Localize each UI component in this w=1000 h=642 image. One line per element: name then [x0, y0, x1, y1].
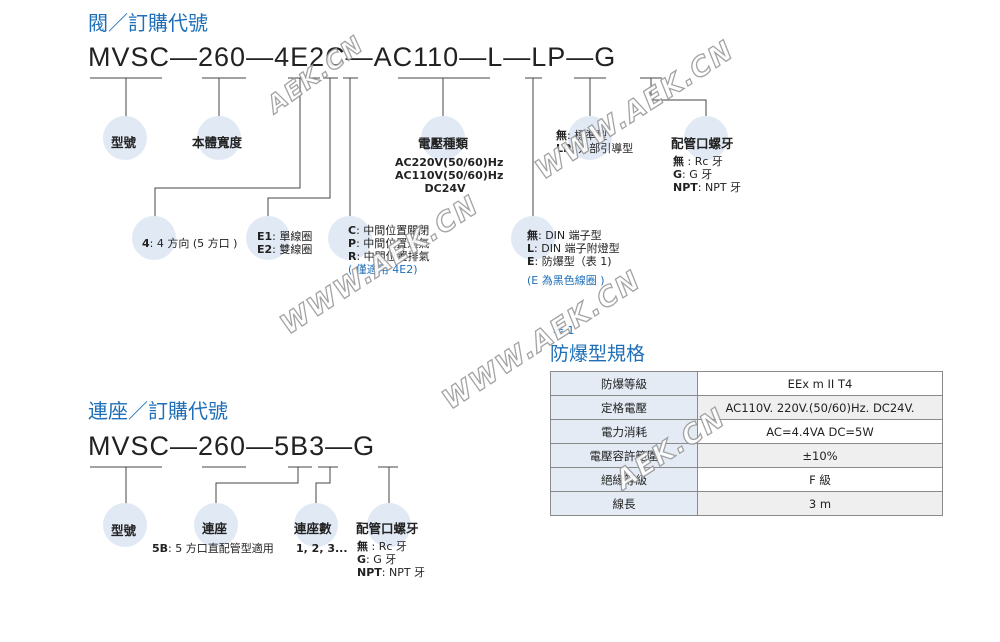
circle-base	[194, 503, 238, 547]
label-port-thread: 配管口螺牙	[671, 136, 734, 151]
circle-model	[103, 116, 147, 160]
code-dash: —	[459, 42, 488, 72]
voltage-ac110: AC110V(50/60)Hz	[395, 169, 504, 182]
voltage-ac220: AC220V(50/60)Hz	[395, 156, 504, 169]
circle-body	[197, 116, 241, 160]
base-thread-options: 無 : Rc 牙 G: G 牙 NPT: NPT 牙	[357, 540, 426, 579]
code-dash: —	[345, 42, 374, 72]
center-note: ( 僅適用 4E2)	[348, 263, 418, 276]
coil-options: E1: 單線圈 E2: 雙線圈	[257, 230, 313, 256]
circle-count	[294, 503, 338, 547]
code-voltage: AC110	[373, 42, 460, 72]
table-row: 電壓容許範圍±10%	[550, 443, 943, 468]
voltage-options: AC220V(50/60)Hz AC110V(50/60)Hz DC24V	[395, 156, 504, 195]
circle-base-model	[103, 503, 147, 547]
code-base: 5B3	[274, 431, 326, 461]
circle-base-port	[367, 503, 411, 547]
valve-thread-options: 無 : Rc 牙 G: G 牙 NPT: NPT 牙	[673, 155, 742, 194]
label-base: 連座	[202, 521, 228, 536]
code-dash: —	[566, 42, 595, 72]
base-option: 5B: 5 方口直配管型適用	[152, 542, 274, 555]
code-dash: —	[170, 431, 199, 461]
label-body-width: 本體寬度	[192, 135, 243, 150]
code-function: 4E2C	[274, 42, 346, 72]
terminal-note: (E 為黑色線圈 )	[527, 274, 605, 287]
code-terminal: L	[487, 42, 504, 72]
code-dash: —	[246, 42, 275, 72]
circle-voltage	[421, 116, 465, 160]
circle-direction	[132, 216, 176, 260]
pilot-external: LP: 外部引導型	[556, 142, 634, 155]
valve-section-title: 閥／訂購代號	[88, 11, 208, 35]
label-count: 連座數	[294, 521, 332, 536]
label-model: 型號	[111, 135, 137, 150]
code-model: MVSC	[88, 431, 171, 461]
label-base-model: 型號	[111, 523, 137, 538]
spec-title: 防爆型規格	[550, 343, 646, 365]
code-model: MVSC	[88, 42, 171, 72]
code-dash: —	[325, 431, 354, 461]
code-dash: —	[246, 431, 275, 461]
pilot-standard: 無: 標準型	[556, 129, 608, 142]
circle-coil	[246, 216, 290, 260]
direction-option: 4: 4 方向 (5 方口 )	[142, 237, 238, 250]
label-voltage: 電壓種類	[418, 136, 469, 151]
circle-port	[684, 116, 728, 160]
spec-table-label: 表 1	[553, 324, 575, 337]
pilot-options: 無: 標準型 LP: 外部引導型	[556, 129, 633, 155]
voltage-dc24: DC24V	[424, 182, 466, 195]
count-values: 1, 2, 3...	[296, 542, 348, 555]
code-body: 260	[198, 42, 247, 72]
code-body: 260	[198, 431, 247, 461]
code-thread: G	[353, 431, 376, 461]
code-dash: —	[170, 42, 199, 72]
circle-terminal	[511, 216, 555, 260]
code-pilot: LP	[531, 42, 567, 72]
circle-center	[328, 216, 372, 260]
circle-pilot	[568, 116, 612, 160]
terminal-options: 無: DIN 端子型 L: DIN 端子附燈型 E: 防爆型（表 1) (E 為…	[527, 229, 620, 287]
code-thread: G	[594, 42, 617, 72]
code-dash: —	[503, 42, 532, 72]
label-base-port-thread: 配管口螺牙	[356, 521, 419, 536]
center-options: C: 中間位置關閉 P: 中間位置通氣 R: 中間位置排氣 ( 僅適用 4E2)	[348, 224, 430, 276]
valve-order-code: MVSC—260—4E2C—AC110—L—LP—G	[88, 42, 616, 73]
base-order-code: MVSC—260—5B3—G	[88, 431, 375, 462]
base-section-title: 連座／訂購代號	[88, 399, 228, 423]
